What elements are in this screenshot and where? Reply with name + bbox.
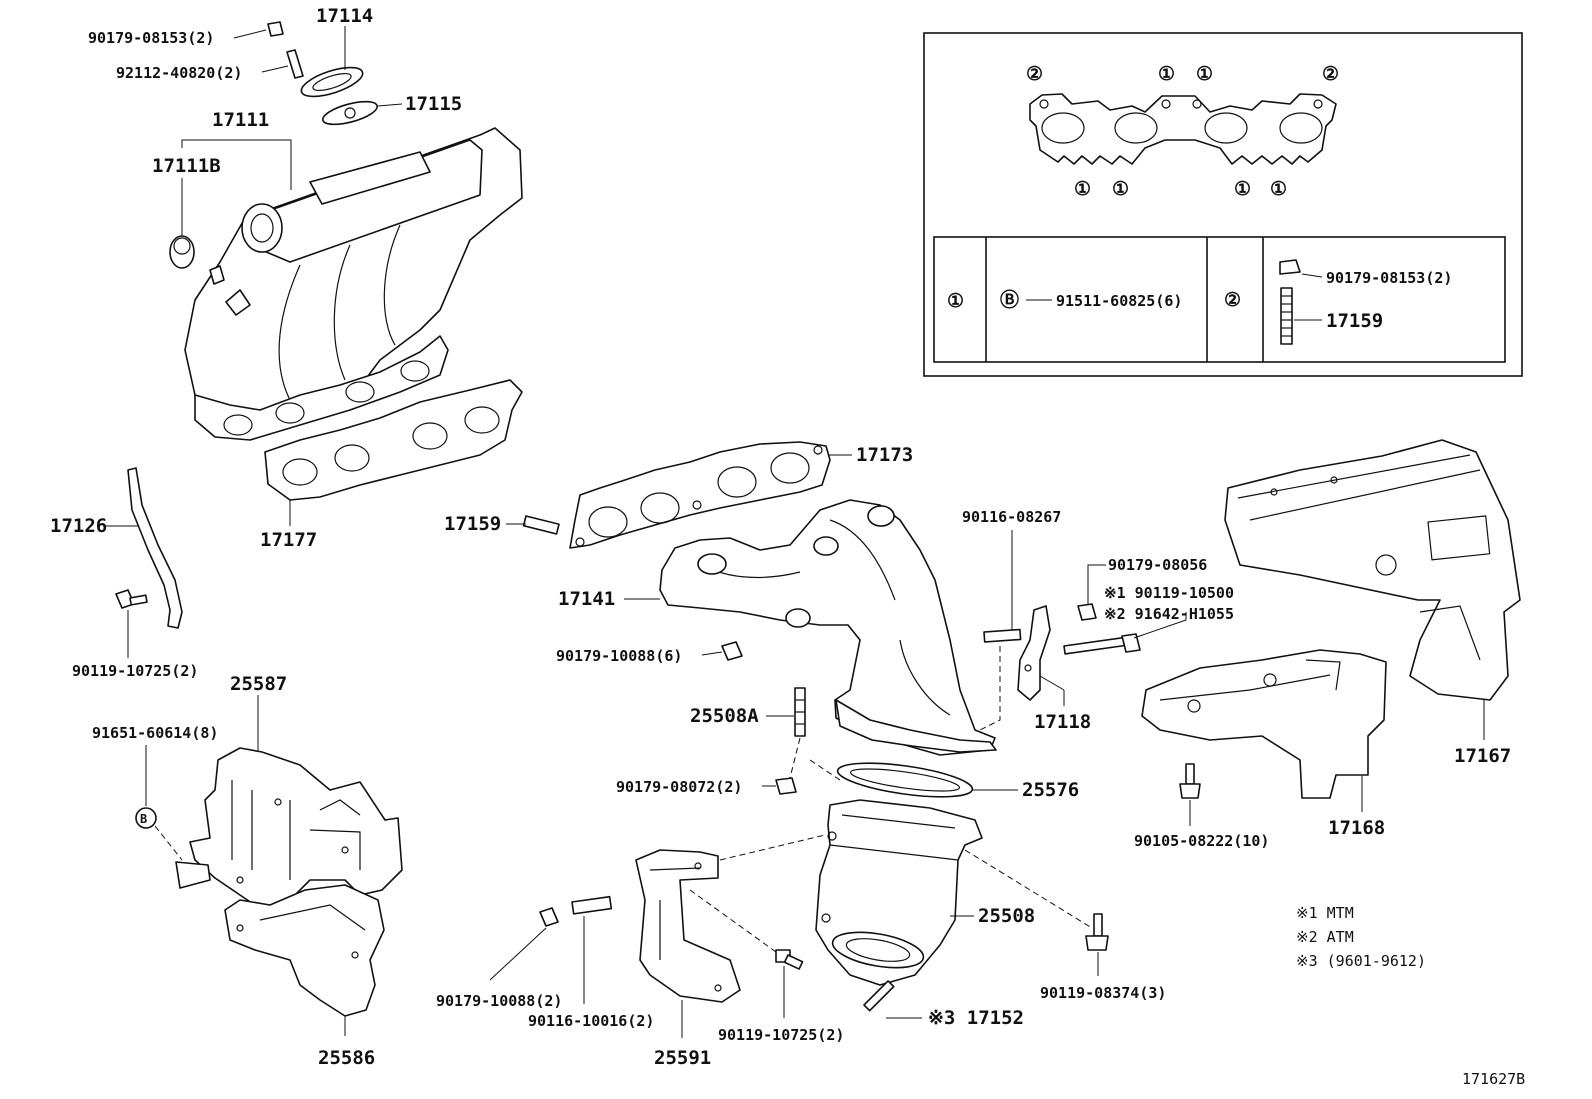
bracket-17118 [1017, 605, 1051, 701]
bolt-icon [775, 949, 804, 970]
heat-insulator-17167 [1224, 439, 1521, 701]
gasket-17173 [569, 441, 831, 549]
label-17177: 17177 [260, 529, 317, 551]
nut-icon [721, 641, 743, 661]
label-25508: 25508 [978, 905, 1035, 927]
intake-manifold-17111 [184, 127, 523, 441]
diagram-id: 171627B [1462, 1070, 1525, 1088]
stud-icon [522, 515, 560, 535]
note-date-range: ※3 (9601-9612) [1296, 952, 1426, 970]
exhaust-manifold-17141 [659, 499, 997, 756]
label-90119-10725-left: 90119-10725(2) [72, 662, 198, 680]
nut-icon [775, 777, 797, 795]
label-17159: 17159 [444, 513, 501, 535]
gasket-17114 [300, 66, 364, 98]
label-90119-10725-bottom: 90119-10725(2) [718, 1026, 844, 1044]
label-90179-08072: 90179-08072(2) [616, 778, 742, 796]
inset-key-marker-two: ② [1224, 289, 1241, 311]
label-17167: 17167 [1454, 745, 1511, 767]
heat-insulator-25586 [224, 884, 385, 1017]
nut-icon [1077, 603, 1097, 621]
inset-marker-one-bottom-d: ① [1270, 178, 1287, 200]
bracket-25591 [635, 849, 741, 1003]
label-91642-h1055: ※2 91642-H1055 [1104, 605, 1234, 623]
label-90179-10088-2: 90179-10088(2) [436, 992, 562, 1010]
label-90119-08374: 90119-08374(3) [1040, 984, 1166, 1002]
stay-17126 [127, 467, 183, 629]
label-25508a: 25508A [690, 705, 759, 727]
label-25576: 25576 [1022, 779, 1079, 801]
stud-icon [983, 628, 1022, 643]
inset-marker-one-top-a: ① [1158, 63, 1175, 85]
label-90179-08056: 90179-08056 [1108, 556, 1207, 574]
note-mtm: ※1 MTM [1296, 904, 1354, 922]
stay-17126-group: 17126 90119-10725(2) [50, 467, 198, 680]
inset-marker-two-right: ② [1322, 63, 1339, 85]
label-90119-10500: ※1 90119-10500 [1104, 584, 1234, 602]
note-atm: ※2 ATM [1296, 928, 1354, 946]
intake-manifold-group: 90179-08153(2) 92112-40820(2) 17114 1711… [88, 5, 523, 551]
heat-insulator-25587 [175, 747, 403, 911]
label-90179-10088-6: 90179-10088(6) [556, 647, 682, 665]
gasket-bolt-key-inset: ② ① ① ② ① ① ① ① ① Ⓑ 91511-60825(6) ② 901… [923, 32, 1523, 377]
label-92112-40820: 92112-40820(2) [116, 64, 242, 82]
gasket-17177 [264, 379, 523, 501]
inset-marker-one-bottom-c: ① [1234, 178, 1251, 200]
inset-key-marker-one: ① [947, 290, 964, 312]
nut-icon [539, 907, 559, 927]
label-90105-08222: 90105-08222(10) [1134, 832, 1269, 850]
label-17111: 17111 [212, 109, 269, 131]
inset-marker-one-bottom-a: ① [1074, 178, 1091, 200]
label-17141: 17141 [558, 588, 615, 610]
label-91651-60614: 91651-60614(8) [92, 724, 218, 742]
label-90116-08267: 90116-08267 [962, 508, 1061, 526]
marker-b: B [140, 812, 147, 826]
label-17114: 17114 [316, 5, 373, 27]
stud-icon [571, 895, 613, 915]
gasket-25576 [836, 762, 974, 798]
label-25586: 25586 [318, 1047, 375, 1069]
label-25591: 25591 [654, 1047, 711, 1069]
label-17168: 17168 [1328, 817, 1385, 839]
bolt-icon [1179, 763, 1201, 799]
label-17126: 17126 [50, 515, 107, 537]
nut-icon [1279, 259, 1323, 278]
heat-insulator-17168 [1141, 649, 1387, 799]
inset-marker-one-top-b: ① [1196, 63, 1213, 85]
bolt-icon [1085, 913, 1109, 951]
label-17173: 17173 [856, 444, 913, 466]
stud-icon [863, 980, 895, 1012]
inset-key-bolt-part: 91511-60825(6) [1056, 292, 1182, 310]
inset-marker-two-left: ② [1026, 63, 1043, 85]
footnotes: ※1 MTM ※2 ATM ※3 (9601-9612) [1296, 904, 1426, 970]
label-90116-10016: 90116-10016(2) [528, 1012, 654, 1030]
gasket-17115 [322, 100, 378, 126]
stud-icon [1280, 287, 1322, 345]
exhaust-manifold-group: 17173 17159 17141 90179-10088(6) [436, 441, 1166, 1069]
inset-key-nut-part: 90179-08153(2) [1326, 269, 1452, 287]
label-90179-08153: 90179-08153(2) [88, 29, 214, 47]
right-parts-group: 90116-08267 17118 90179-08056 ※1 90119-1… [962, 439, 1521, 850]
label-25587: 25587 [230, 673, 287, 695]
bolt-icon [1063, 633, 1141, 655]
heat-insulator-group: 25587 91651-60614(8) B 25586 [92, 673, 403, 1069]
inset-marker-one-bottom-b: ① [1112, 178, 1129, 200]
bolt-icon [115, 589, 148, 609]
label-17115: 17115 [405, 93, 462, 115]
plug-17111b [169, 235, 195, 269]
stud-icon [286, 49, 304, 79]
label-17118: 17118 [1034, 711, 1091, 733]
stud-icon [794, 687, 806, 737]
nut-icon [267, 21, 284, 37]
label-17111b: 17111B [152, 155, 221, 177]
label-17152: ※3 17152 [928, 1007, 1024, 1029]
inset-key-marker-b: Ⓑ [1000, 288, 1019, 311]
exhaust-pipe-25508 [815, 799, 983, 986]
inset-key-stud-part: 17159 [1326, 310, 1383, 332]
inset-gasket-drawing [1029, 93, 1337, 165]
